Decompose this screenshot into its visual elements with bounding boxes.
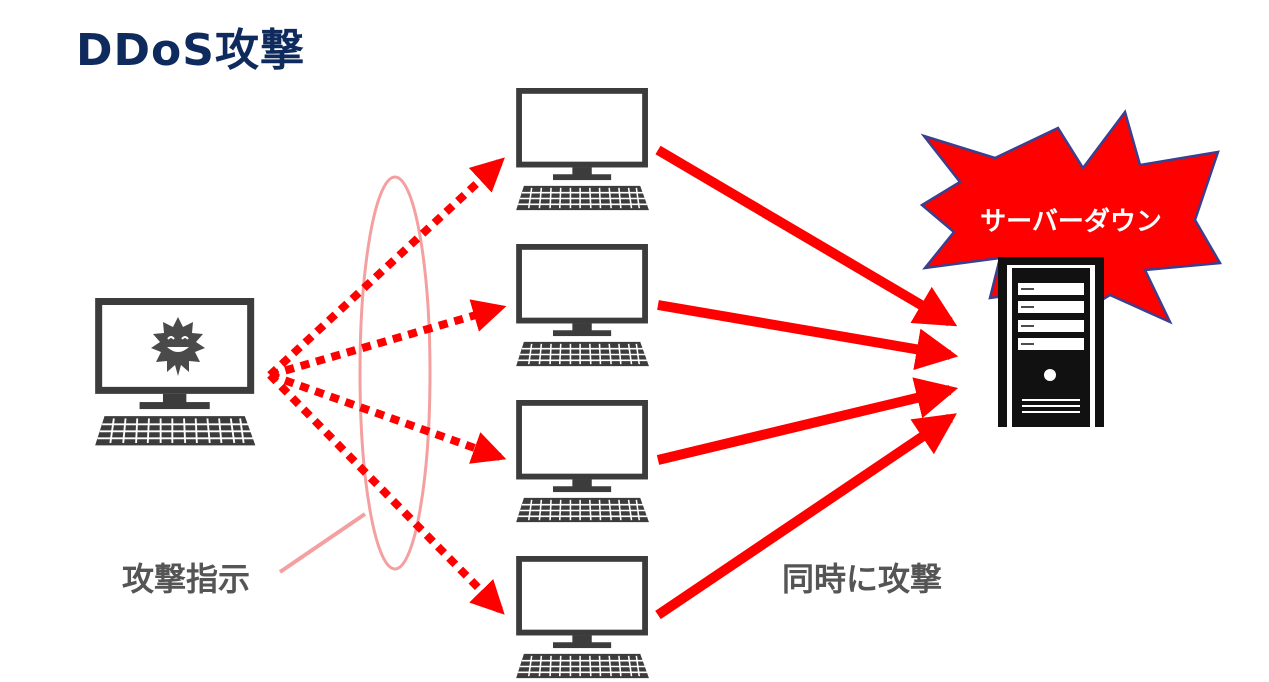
command-arrow-4 (267, 372, 505, 615)
command-label-leader (278, 512, 367, 574)
bot-computer-1 (516, 91, 649, 210)
command-arrow-3 (268, 371, 507, 464)
simultaneous-attack-label: 同時に攻撃 (782, 560, 942, 598)
command-ellipse (358, 175, 432, 571)
attack-arrow-2 (657, 300, 959, 371)
command-arrow-2 (268, 299, 507, 379)
attacker-computer (95, 302, 255, 446)
command-arrows (267, 157, 507, 615)
bot-computer-2 (516, 247, 649, 366)
attack-arrow-1 (655, 145, 958, 327)
explosion-burst-icon (919, 109, 1223, 325)
attack-arrows (655, 145, 959, 620)
bot-computer-3 (516, 403, 649, 522)
attack-arrow-4 (655, 413, 957, 620)
page-title: DDoS攻撃 (76, 25, 305, 76)
virus-icon (151, 317, 205, 376)
attack-command-label: 攻撃指示 (122, 560, 250, 598)
bot-computer-4 (516, 559, 649, 678)
command-arrow-1 (267, 157, 505, 378)
server-down-label: サーバーダウン (980, 206, 1162, 237)
server-tower-icon (998, 257, 1104, 427)
attack-arrow-3 (656, 377, 959, 465)
